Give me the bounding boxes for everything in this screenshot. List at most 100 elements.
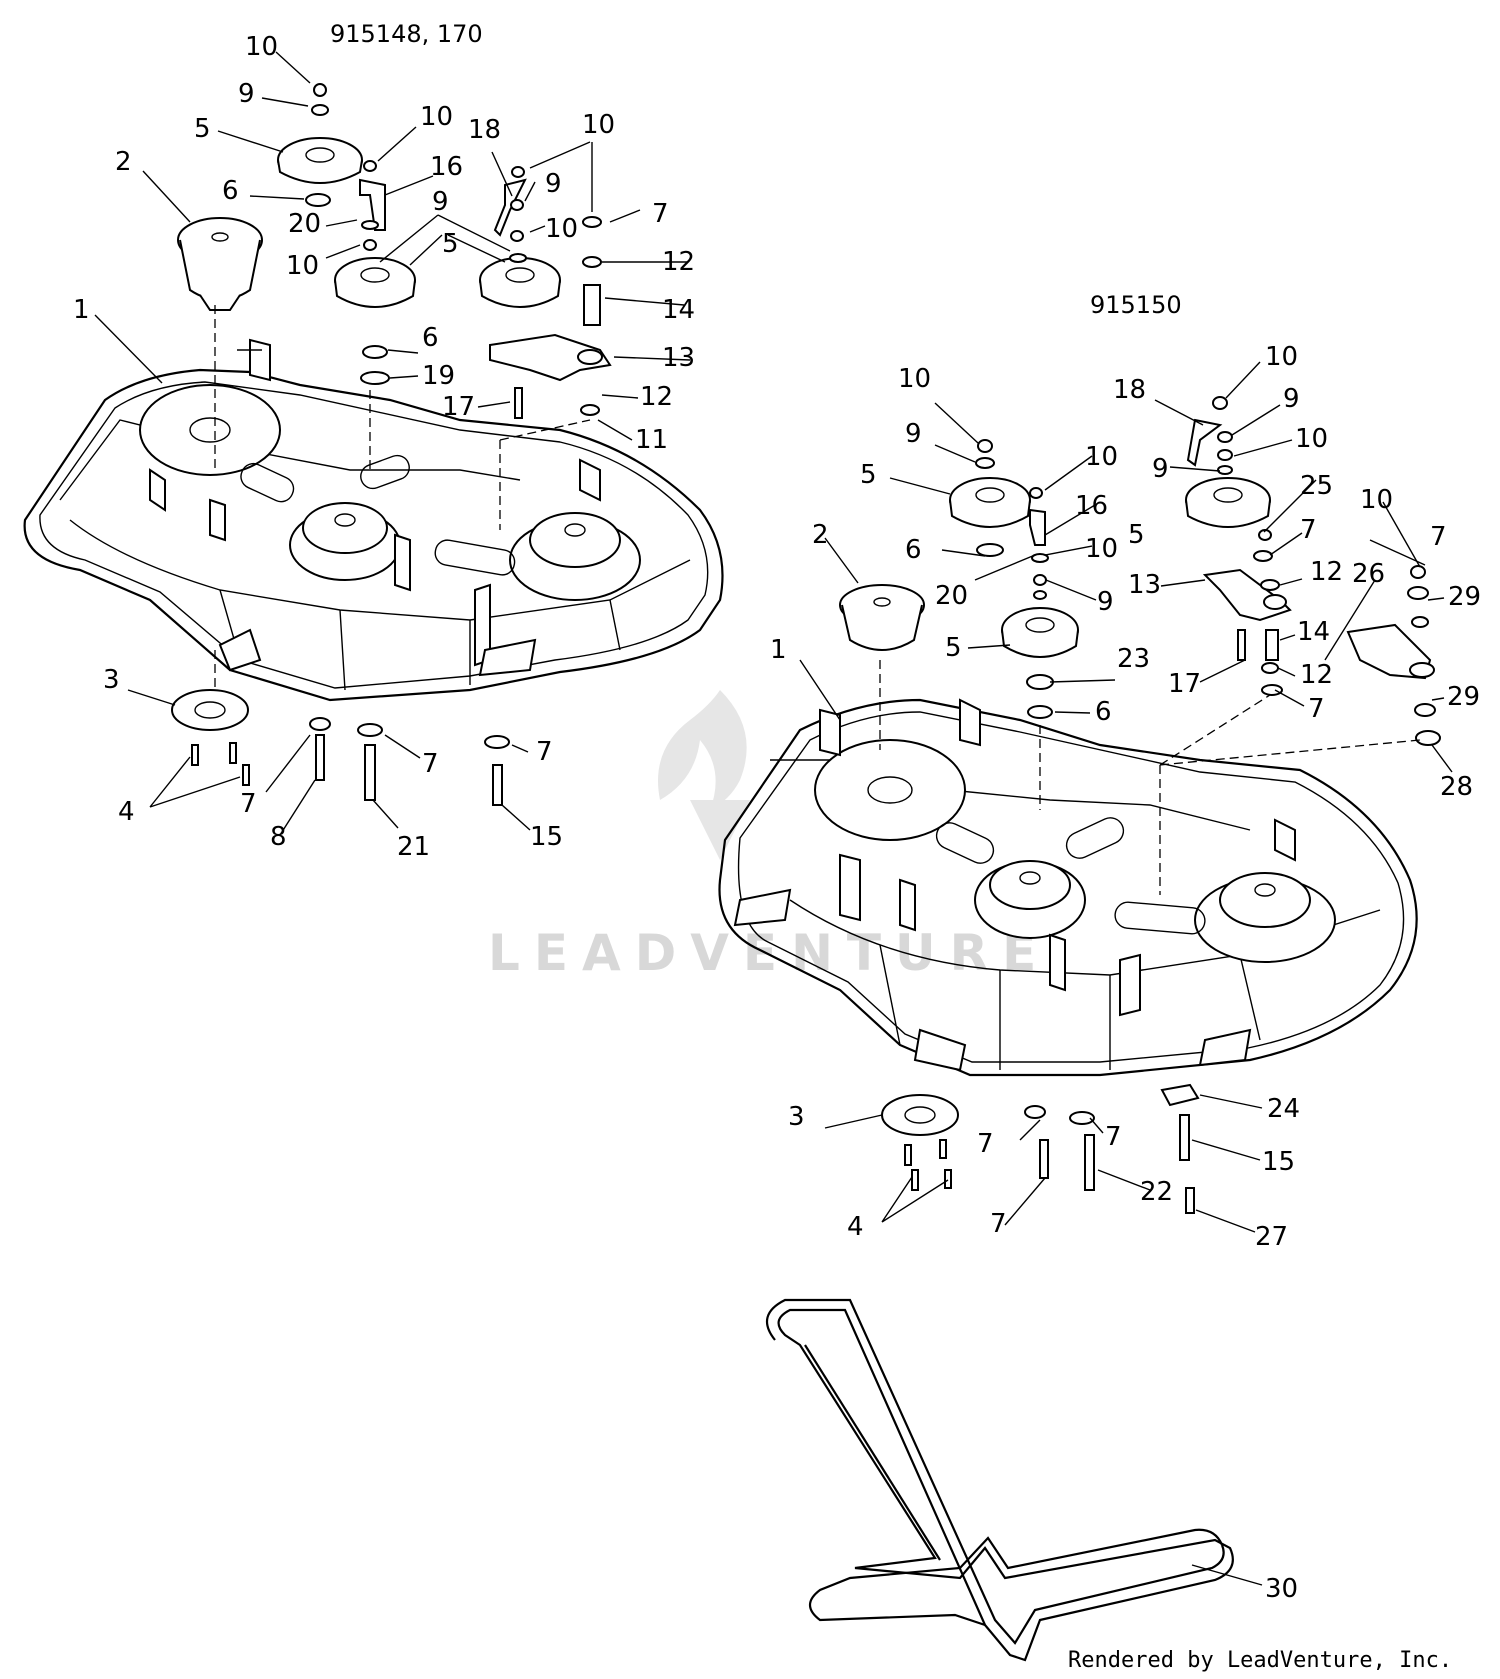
right-model-title: 915150: [1090, 291, 1182, 319]
right-callout-5a: 5: [860, 460, 877, 490]
left-callout-7b: 7: [536, 737, 553, 767]
right-callout-13: 13: [1128, 570, 1161, 600]
left-callout-10d: 10: [545, 214, 578, 244]
right-callout-29b: 29: [1447, 682, 1480, 712]
right-idler-pulley-bottom: [1001, 607, 1079, 658]
right-callout-3: 3: [788, 1102, 805, 1132]
right-callout-12a: 12: [1310, 557, 1343, 587]
right-spindle-assembly: [839, 584, 925, 651]
left-callout-9a: 9: [238, 79, 255, 109]
left-callout-12a: 12: [662, 247, 695, 277]
right-callout-25: 25: [1300, 471, 1333, 501]
left-callout-16: 16: [430, 152, 463, 182]
right-callout-10c: 10: [898, 364, 931, 394]
left-callout-4: 4: [118, 797, 135, 827]
left-callout-10a: 10: [245, 32, 278, 62]
right-callout-10a: 10: [1265, 342, 1298, 372]
left-callout-21: 21: [397, 832, 430, 862]
right-callout-10e: 10: [1360, 485, 1393, 515]
right-callout-6a: 6: [905, 535, 922, 565]
right-callout-5c: 5: [945, 633, 962, 663]
left-callouts: 10 9 5 10 18 10 2 16 6 9 7 20 10 10 9 12…: [73, 32, 695, 862]
left-callout-12b: 12: [640, 382, 673, 412]
left-callout-7a: 7: [652, 199, 669, 229]
left-idler-pulley-top: [277, 137, 363, 184]
left-callout-9c: 9: [432, 187, 449, 217]
left-callout-7d: 7: [240, 789, 257, 819]
right-callout-9a: 9: [1283, 384, 1300, 414]
drive-belt: [765, 1298, 1234, 1662]
right-callout-9c: 9: [1152, 454, 1169, 484]
right-callout-20: 20: [935, 581, 968, 611]
left-callout-6a: 6: [222, 176, 239, 206]
right-callout-10b: 10: [1295, 424, 1328, 454]
left-mount-plate: [171, 689, 249, 731]
left-callout-7c: 7: [422, 749, 439, 779]
left-callout-17: 17: [442, 392, 475, 422]
left-callout-1: 1: [73, 295, 90, 325]
left-callout-6b: 6: [422, 323, 439, 353]
left-callout-8: 8: [270, 822, 287, 852]
right-callout-7a: 7: [1300, 515, 1317, 545]
left-callout-15: 15: [530, 822, 563, 852]
right-callout-9b: 9: [905, 419, 922, 449]
left-callout-10b: 10: [420, 102, 453, 132]
render-credit: Rendered by LeadVenture, Inc.: [1068, 1648, 1452, 1673]
right-mount-plate: [881, 1094, 959, 1136]
right-callout-7e: 7: [977, 1129, 994, 1159]
right-callout-9d: 9: [1097, 587, 1114, 617]
left-callout-10c: 10: [582, 110, 615, 140]
right-callout-14: 14: [1297, 617, 1330, 647]
watermark-text: LEADVENTURE: [488, 924, 1050, 982]
right-deck-shell: [718, 698, 1418, 1077]
left-callout-10e: 10: [286, 251, 319, 281]
right-callout-15: 15: [1262, 1147, 1295, 1177]
right-callout-23: 23: [1117, 644, 1150, 674]
left-deck-assembly: [23, 83, 724, 806]
right-leader-lines: [799, 361, 1453, 1586]
left-callout-2: 2: [115, 147, 132, 177]
left-callout-5a: 5: [194, 114, 211, 144]
right-callout-10f: 10: [1085, 534, 1118, 564]
right-callout-24: 24: [1267, 1094, 1300, 1124]
left-callout-5b: 5: [442, 229, 459, 259]
right-callout-5b: 5: [1128, 520, 1145, 550]
right-callout-1: 1: [770, 635, 787, 665]
right-callout-10d: 10: [1085, 442, 1118, 472]
left-callout-20: 20: [288, 209, 321, 239]
right-callout-7d: 7: [1105, 1122, 1122, 1152]
right-callout-29a: 29: [1448, 582, 1481, 612]
left-callout-11: 11: [635, 425, 668, 455]
right-callout-27: 27: [1255, 1222, 1288, 1252]
right-callout-26: 26: [1352, 559, 1385, 589]
right-idler-pulley-right: [1185, 477, 1271, 528]
left-model-title: 915148, 170: [330, 20, 483, 48]
right-callout-18: 18: [1113, 375, 1146, 405]
left-deck-shell: [23, 368, 724, 702]
right-callout-22: 22: [1140, 1177, 1173, 1207]
right-callout-2: 2: [812, 520, 829, 550]
right-callout-4: 4: [847, 1212, 864, 1242]
left-callout-13: 13: [662, 343, 695, 373]
left-idler-pulley-right: [479, 257, 561, 308]
left-leader-lines: [94, 51, 691, 836]
right-callout-16: 16: [1075, 491, 1108, 521]
right-callouts: 10 18 9 10 9 9 10 10 5 25 10 16 2 7 6 5 …: [770, 342, 1481, 1252]
right-callout-6b: 6: [1095, 697, 1112, 727]
right-callout-7c: 7: [1308, 694, 1325, 724]
right-callout-12b: 12: [1300, 660, 1333, 690]
leadventure-watermark: LEADVENTURE: [488, 690, 1050, 982]
right-deck-assembly: [718, 396, 1441, 1214]
left-spindle-assembly: [177, 217, 263, 311]
belt-callout-30: 30: [1265, 1574, 1298, 1604]
right-callout-7f: 7: [990, 1209, 1007, 1239]
left-idler-pulley-mid: [334, 257, 416, 308]
left-callout-19: 19: [422, 361, 455, 391]
left-callout-18: 18: [468, 115, 501, 145]
right-callout-7b: 7: [1430, 522, 1447, 552]
left-callout-9b: 9: [545, 169, 562, 199]
right-callout-17: 17: [1168, 669, 1201, 699]
left-callout-3: 3: [103, 665, 120, 695]
right-callout-28: 28: [1440, 772, 1473, 802]
